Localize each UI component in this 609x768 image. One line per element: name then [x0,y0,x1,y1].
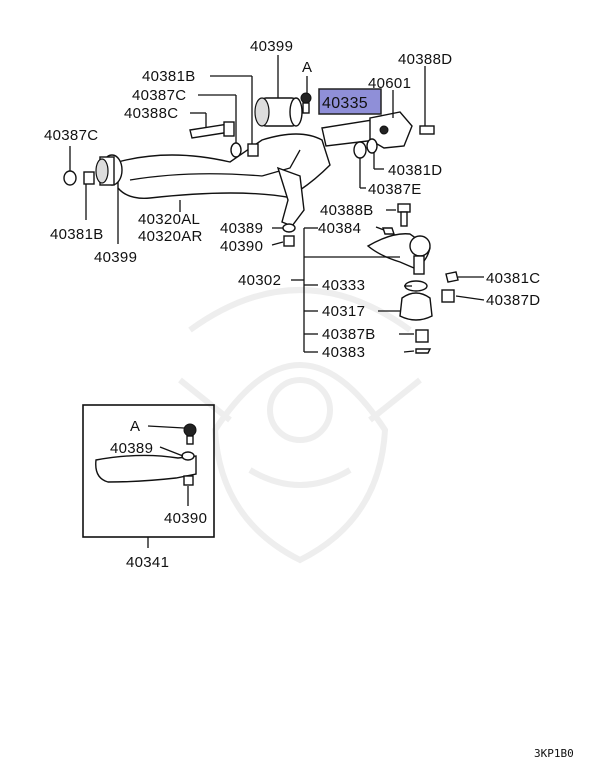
label-40601: 40601 [368,75,411,92]
label-40384: 40384 [318,220,361,237]
inset-label-40390: 40390 [164,510,207,527]
label-a-top: A [302,59,312,76]
ball-joint-assembly [366,203,459,354]
label-40302: 40302 [238,272,281,289]
leader-lines [69,55,485,353]
highlight-box-40335 [318,88,382,115]
label-40387D: 40387D [486,292,540,309]
inset-label-40389: 40389 [110,440,153,457]
label-40388D: 40388D [398,51,452,68]
part-labels: 40399 A 40388D 40381B 40387C 40601 40388… [44,38,540,361]
label-40387B: 40387B [322,326,376,343]
lower-arm-assembly [63,92,435,247]
label-40387C-left: 40387C [44,127,98,144]
label-40383: 40383 [322,344,365,361]
label-40399-bottom: 40399 [94,249,137,266]
label-40381C: 40381C [486,270,540,287]
label-40381D: 40381D [388,162,442,179]
label-40390: 40390 [220,238,263,255]
label-40399-top: 40399 [250,38,293,55]
label-40320AL: 40320AL [138,211,200,228]
label-40387C-top: 40387C [132,87,186,104]
label-40381B-left: 40381B [50,226,104,243]
label-40381B-top: 40381B [142,68,196,85]
watermark [178,287,422,564]
inset-40341: A 40389 40390 40341 [82,404,215,571]
label-40388B: 40388B [320,202,374,219]
label-40320AR: 40320AR [138,228,203,245]
label-40333: 40333 [322,277,365,294]
label-40317: 40317 [322,303,365,320]
label-40335: 40335 [322,95,368,112]
inset-label-a: A [130,418,140,435]
diagram-code: 3KP1B0 [534,747,574,760]
label-40341: 40341 [126,554,169,571]
label-40388C: 40388C [124,105,178,122]
label-40387E: 40387E [368,181,422,198]
label-40389: 40389 [220,220,263,237]
